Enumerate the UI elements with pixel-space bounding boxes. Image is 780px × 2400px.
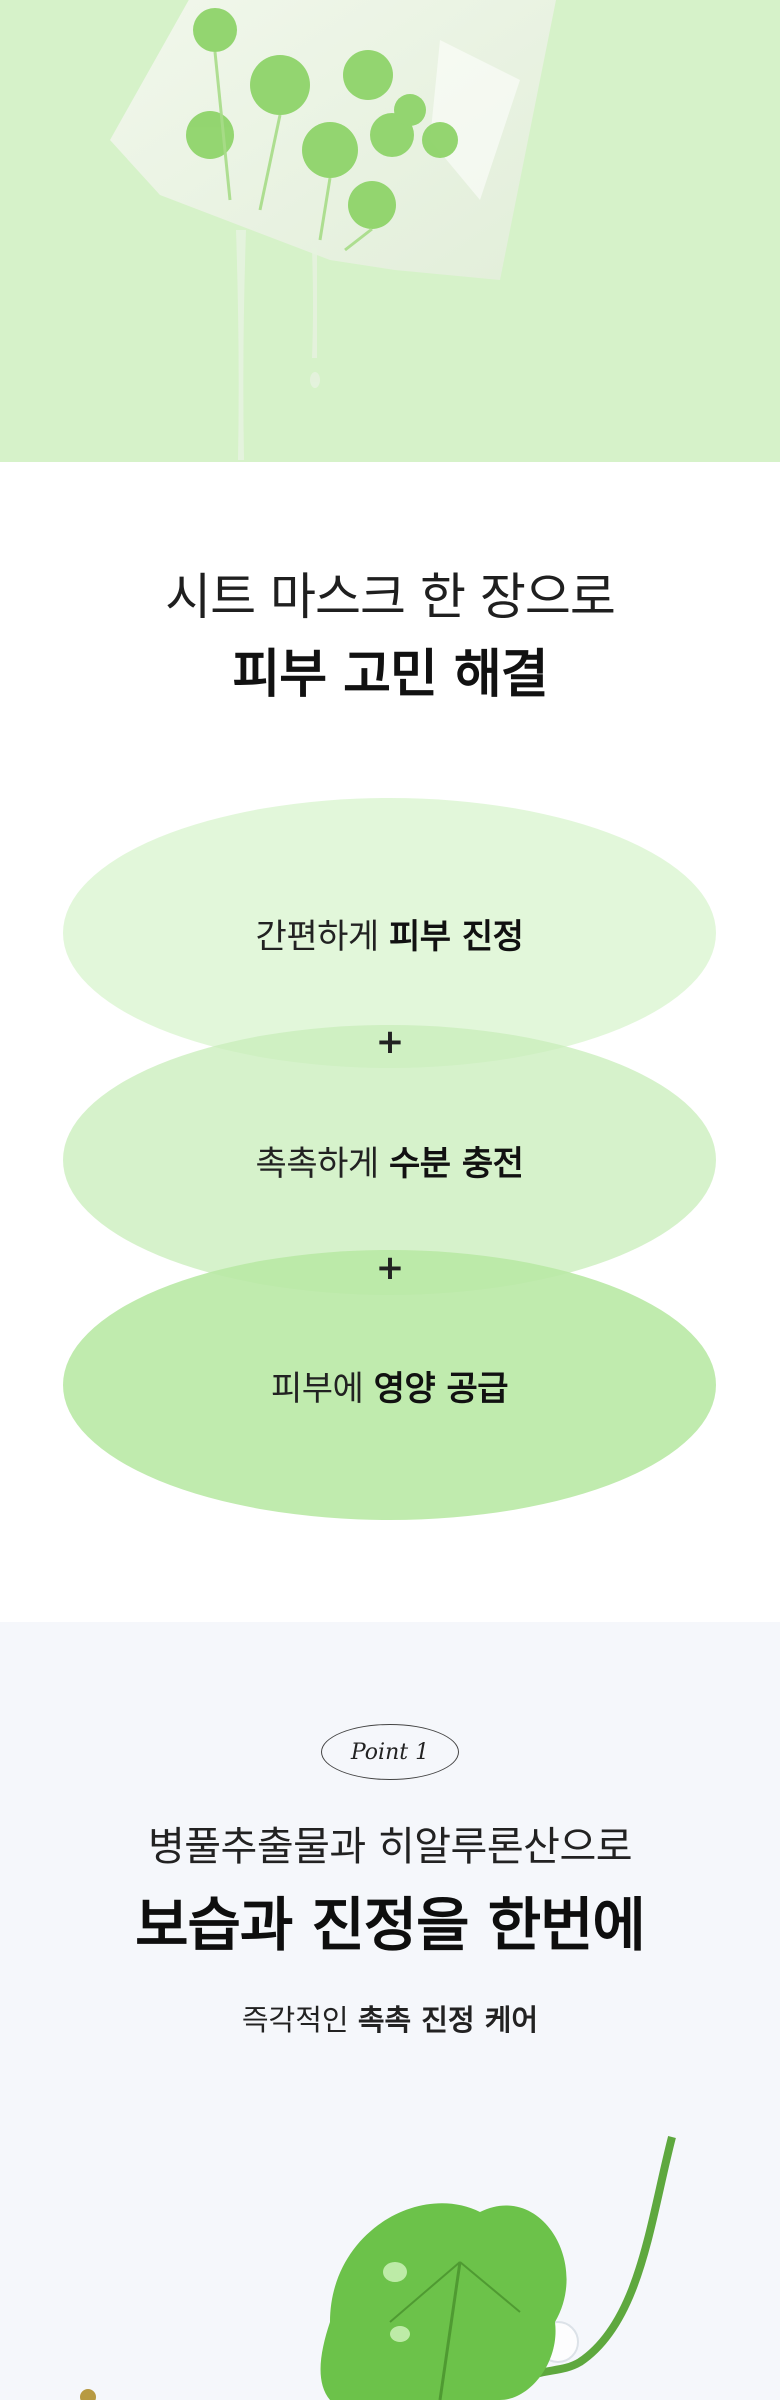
hero-banner bbox=[0, 0, 780, 462]
point-badge: Point 1 bbox=[321, 1724, 459, 1780]
point-desc-bold: 촉촉 진정 케어 bbox=[357, 2003, 539, 2037]
sheet-mask-image bbox=[110, 0, 556, 460]
benefit-ellipse-nutrition: 피부에 영양 공급 bbox=[63, 1250, 716, 1520]
benefit-ellipse-soothing: 간편하게 피부 진정 bbox=[63, 798, 716, 1068]
plus-icon: + bbox=[375, 1022, 405, 1062]
point-section: Point 1 병풀추출물과 히알루론산으로 보습과 진정을 한번에 즉각적인 … bbox=[0, 1622, 780, 2400]
point-subtitle: 병풀추출물과 히알루론산으로 bbox=[147, 1824, 633, 1870]
centella-leaf-image bbox=[80, 2135, 676, 2400]
headline-line2: 피부 고민 해결 bbox=[232, 645, 548, 705]
point-title: 보습과 진정을 한번에 bbox=[135, 1891, 646, 1959]
benefit-text: 간편하게 피부 진정 bbox=[256, 909, 524, 958]
benefit-prefix: 피부에 bbox=[270, 1368, 374, 1409]
benefit-bold: 수분 충전 bbox=[388, 1143, 524, 1184]
headline-line1: 시트 마스크 한 장으로 bbox=[165, 568, 616, 626]
point-desc-prefix: 즉각적인 bbox=[241, 2003, 358, 2037]
point-description: 즉각적인 촉촉 진정 케어 bbox=[0, 1997, 780, 2039]
benefits-diagram: 간편하게 피부 진정 촉촉하게 수분 충전 피부에 영양 공급 + + bbox=[0, 770, 780, 1540]
benefit-bold: 영양 공급 bbox=[373, 1368, 509, 1409]
benefit-text: 피부에 영양 공급 bbox=[270, 1361, 509, 1410]
plus-icon: + bbox=[375, 1248, 405, 1288]
benefit-bold: 피부 진정 bbox=[388, 916, 524, 957]
benefit-text: 촉촉하게 수분 충전 bbox=[256, 1136, 524, 1185]
headline-section: 시트 마스크 한 장으로 피부 고민 해결 bbox=[0, 462, 780, 705]
benefit-prefix: 촉촉하게 bbox=[255, 1143, 389, 1184]
benefit-prefix: 간편하게 bbox=[255, 916, 389, 957]
